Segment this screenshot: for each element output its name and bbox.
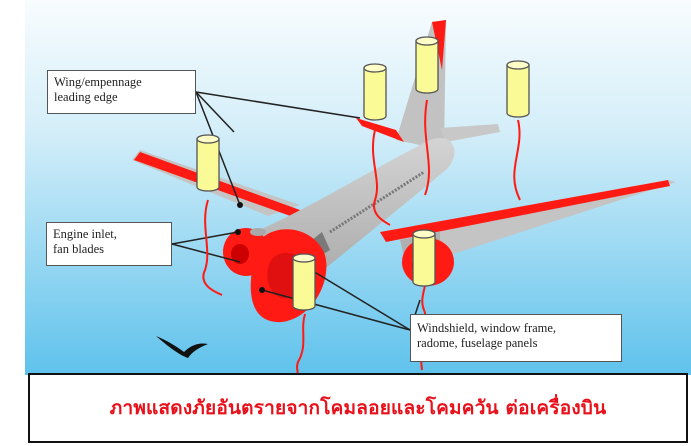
label-wing-leading-edge: Wing/empennage leading edge <box>47 70 196 114</box>
label-engine-inlet: Engine inlet, fan blades <box>46 222 172 266</box>
window-row <box>329 170 425 234</box>
left-engine-inlet <box>231 244 249 264</box>
label-engine-line-2: fan blades <box>53 242 105 256</box>
horizontal-stabilizer-left <box>356 118 404 142</box>
cockpit-window <box>312 232 330 256</box>
bird-icon <box>156 336 208 358</box>
label-windshield-line-2: radome, fuselage panels <box>417 336 538 350</box>
sky-lantern-icon <box>196 134 220 192</box>
horizontal-stabilizer-right <box>440 124 500 142</box>
sky-lantern-icon <box>363 63 387 121</box>
right-wing-leading-edge <box>380 180 670 242</box>
tail-leading-edge <box>432 20 446 70</box>
label-windshield-line-1: Windshield, window frame, <box>417 321 557 335</box>
sky-lantern-icon <box>506 60 530 118</box>
left-engine-pylon <box>250 228 266 236</box>
sky-lantern-icon <box>412 229 436 287</box>
label-wing-line-2: leading edge <box>54 90 118 104</box>
caption-box: ภาพแสดงภัยอันตรายจากโคมลอยและโคมควัน ต่อ… <box>28 373 688 443</box>
caption-text: ภาพแสดงภัยอันตรายจากโคมลอยและโคมควัน ต่อ… <box>109 397 607 419</box>
sky-lantern-icon <box>292 253 316 311</box>
sky-lantern-icon <box>415 36 439 94</box>
label-engine-line-1: Engine inlet, <box>53 227 117 241</box>
label-windshield-radome: Windshield, window frame, radome, fusela… <box>410 314 622 362</box>
label-wing-line-1: Wing/empennage <box>54 75 142 89</box>
